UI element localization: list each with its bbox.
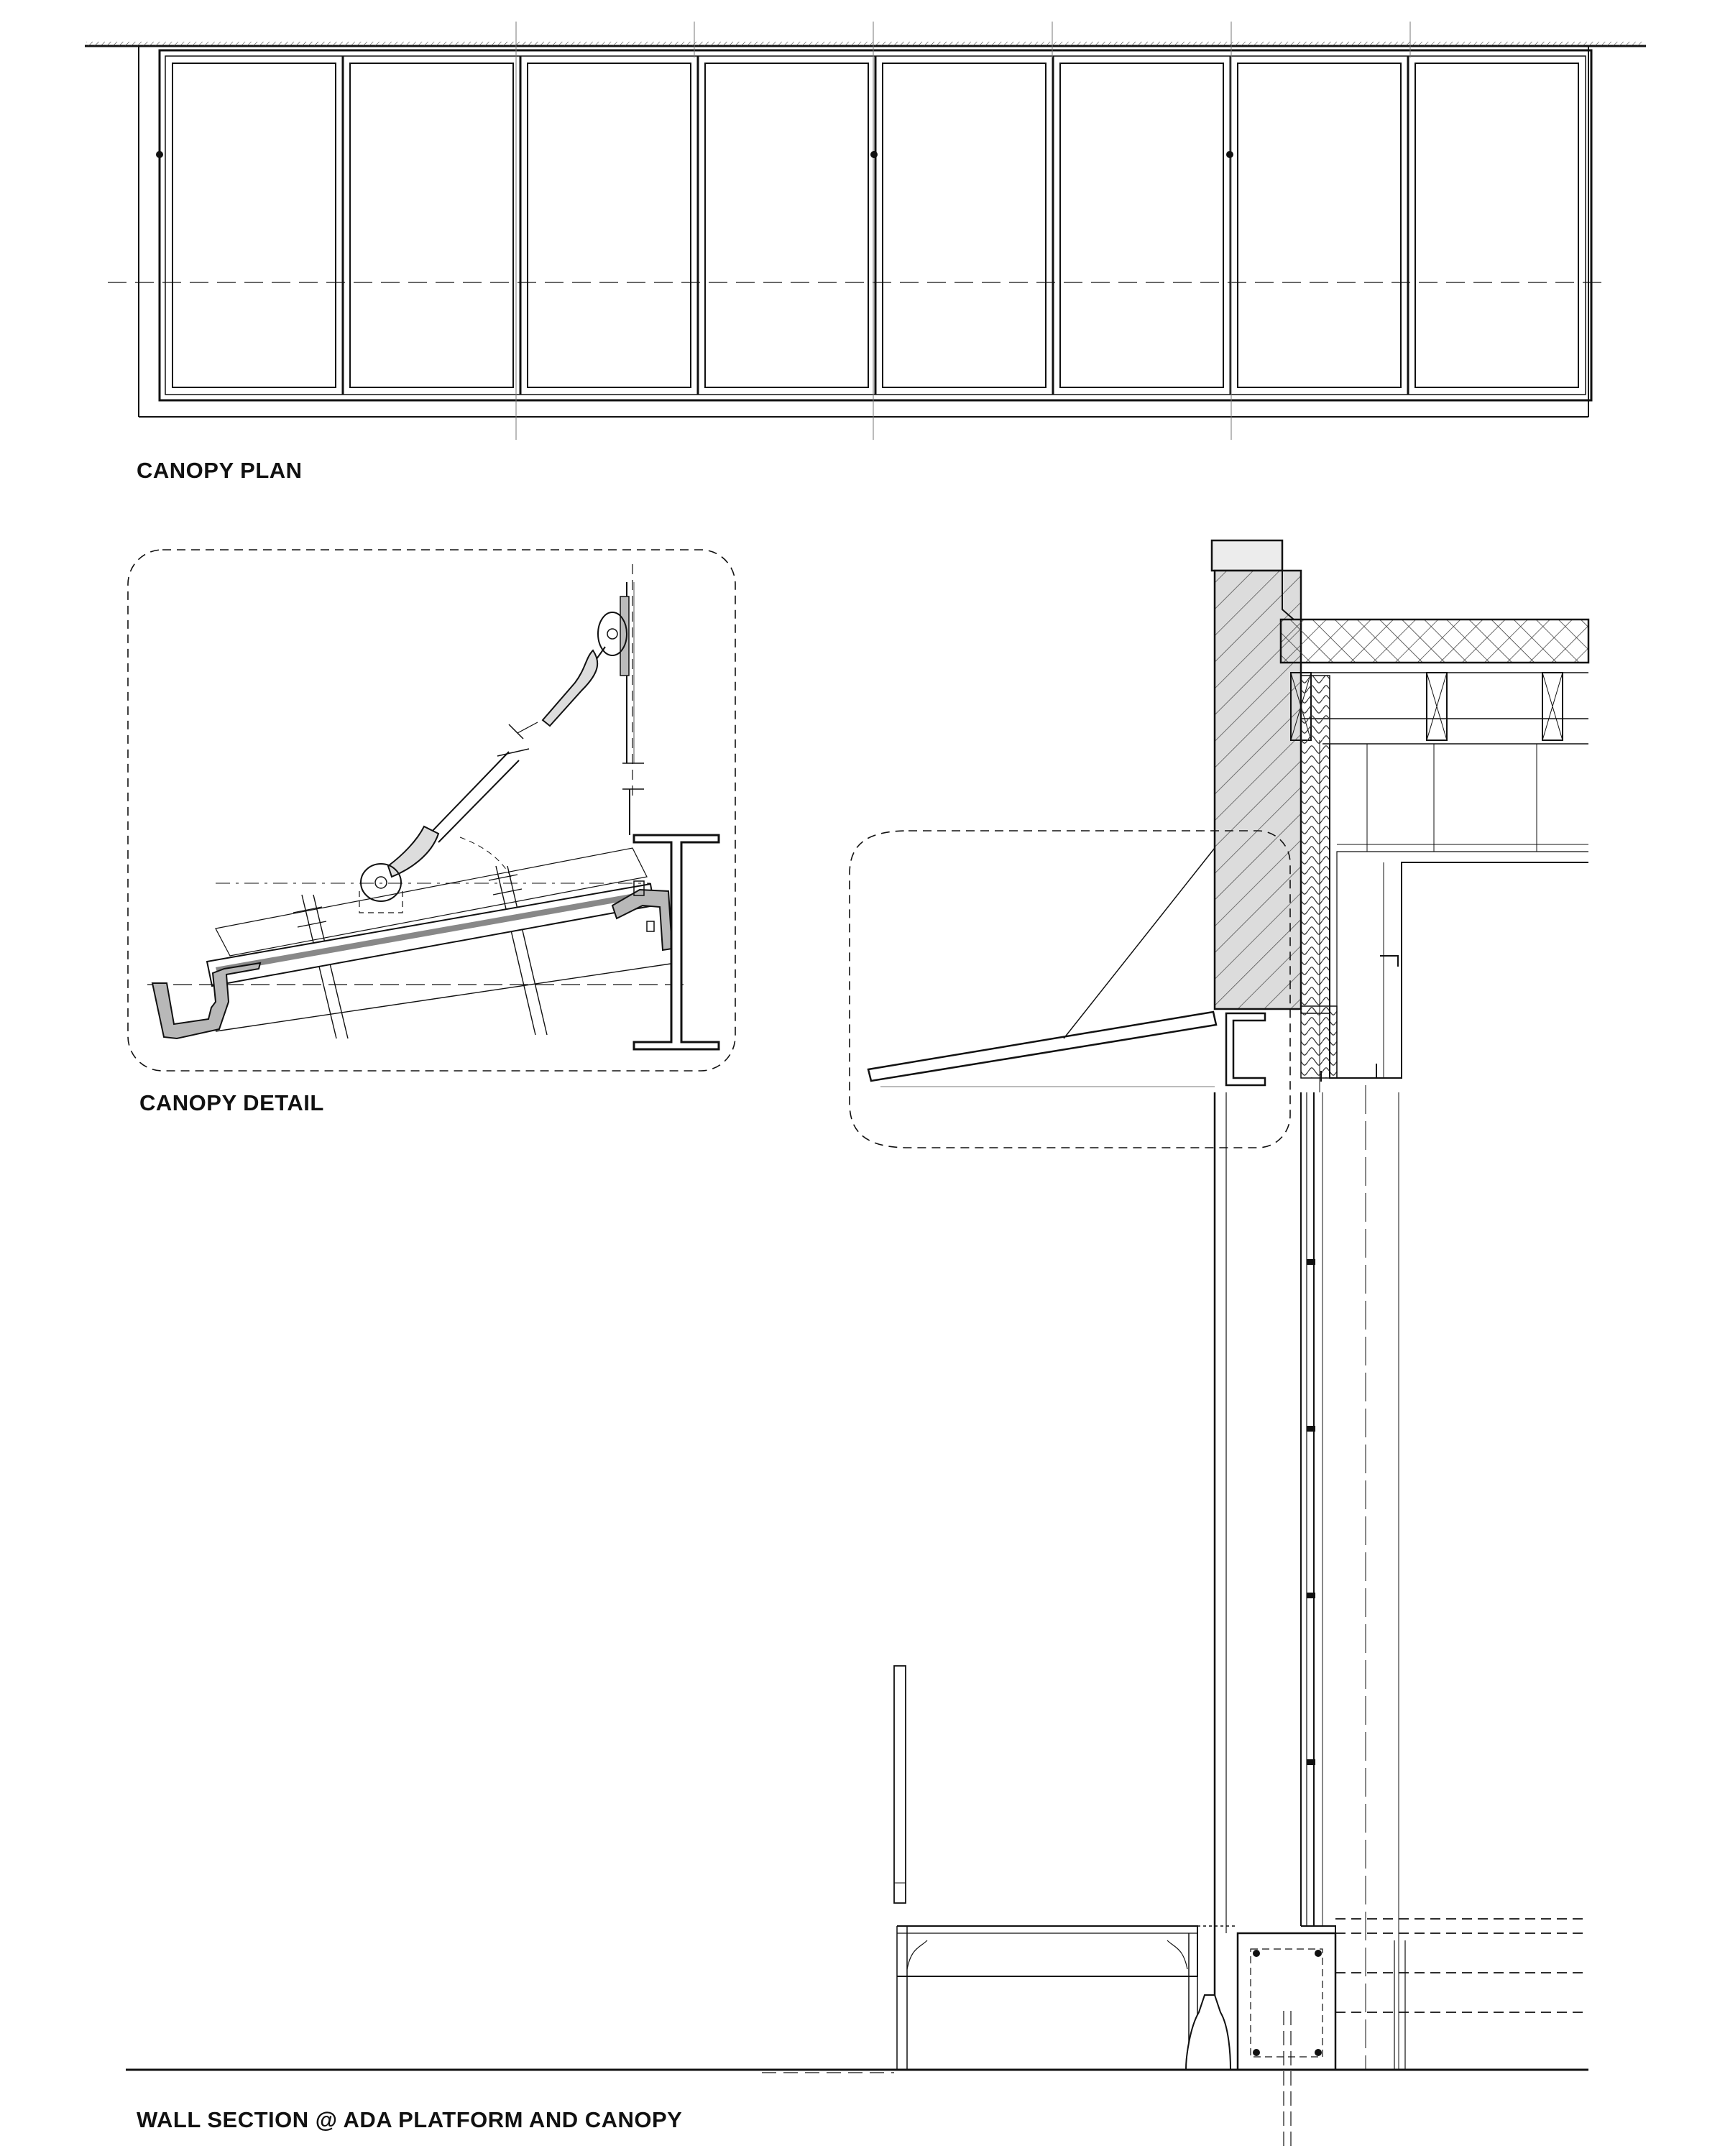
plan-panel xyxy=(882,63,1046,388)
wall-section-title: WALL SECTION @ ADA PLATFORM AND CANOPY xyxy=(137,2107,683,2132)
plan-panel xyxy=(1414,63,1579,388)
plan-panel xyxy=(527,63,691,388)
plan-panels xyxy=(172,56,1579,395)
canopy-detail-drawing xyxy=(127,549,736,1072)
canopy-detail-title: CANOPY DETAIL xyxy=(139,1090,324,1115)
canopy-plan-title: CANOPY PLAN xyxy=(137,458,303,483)
plan-panel xyxy=(172,63,336,388)
canopy-plan-drawing xyxy=(85,22,1646,440)
plan-panel xyxy=(1237,63,1402,388)
plan-panel xyxy=(1059,63,1224,388)
wall-section-drawing xyxy=(126,539,1590,2149)
plan-panel xyxy=(349,63,514,388)
plan-panel xyxy=(704,63,869,388)
